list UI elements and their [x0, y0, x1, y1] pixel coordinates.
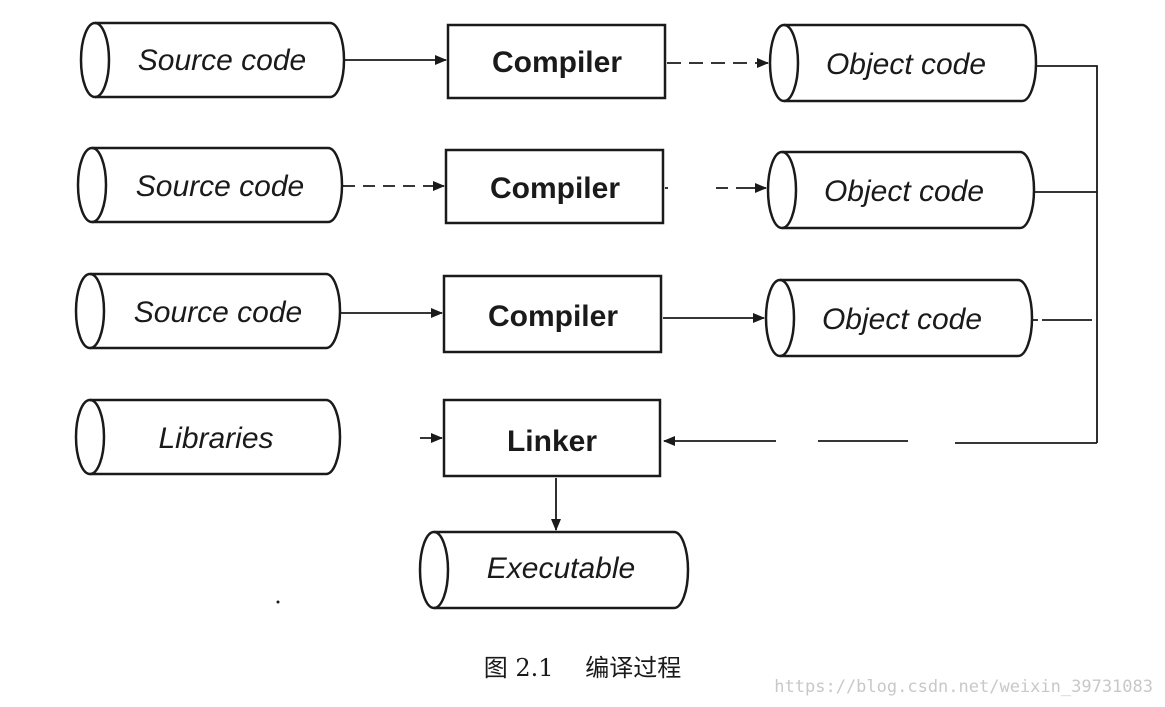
figure-caption: 图 2.1 编译过程 [0, 648, 1165, 683]
source-code-storage-3 [74, 272, 342, 350]
compiler-label-3: Compiler [488, 300, 618, 333]
object-code-storage-2 [766, 150, 1036, 230]
source-code-label-2: Source code [136, 170, 304, 203]
figure-title: 编译过程 [585, 654, 682, 682]
executable-storage [418, 530, 690, 610]
compiler-label-1: Compiler [492, 46, 622, 79]
object-code-label-1: Object code [826, 48, 986, 81]
object-code-collector-line [1036, 65, 1098, 443]
compiler-box-3 [442, 274, 663, 354]
compiler-box-1 [446, 23, 667, 100]
scan-artifact-dot [276, 600, 280, 604]
source-code-storage-1 [79, 21, 346, 99]
object-code-storage-3 [764, 278, 1034, 358]
watermark-url: https://blog.csdn.net/weixin_39731083 [774, 677, 1153, 697]
object-code-label-2: Object code [824, 175, 984, 208]
linker-label: Linker [507, 425, 597, 458]
source-code-storage-2 [76, 146, 344, 224]
compiler-box-2 [444, 148, 665, 225]
compiler-label-2: Compiler [490, 172, 620, 205]
source-code-label-1: Source code [138, 44, 306, 77]
source-code-label-3: Source code [134, 296, 302, 329]
libraries-label: Libraries [158, 422, 273, 455]
object-code-storage-1 [768, 23, 1038, 103]
libraries-storage [74, 398, 342, 476]
linker-box [442, 398, 662, 478]
executable-label: Executable [487, 552, 635, 585]
object-code-label-3: Object code [822, 303, 982, 336]
figure-number: 图 2.1 [483, 654, 554, 682]
